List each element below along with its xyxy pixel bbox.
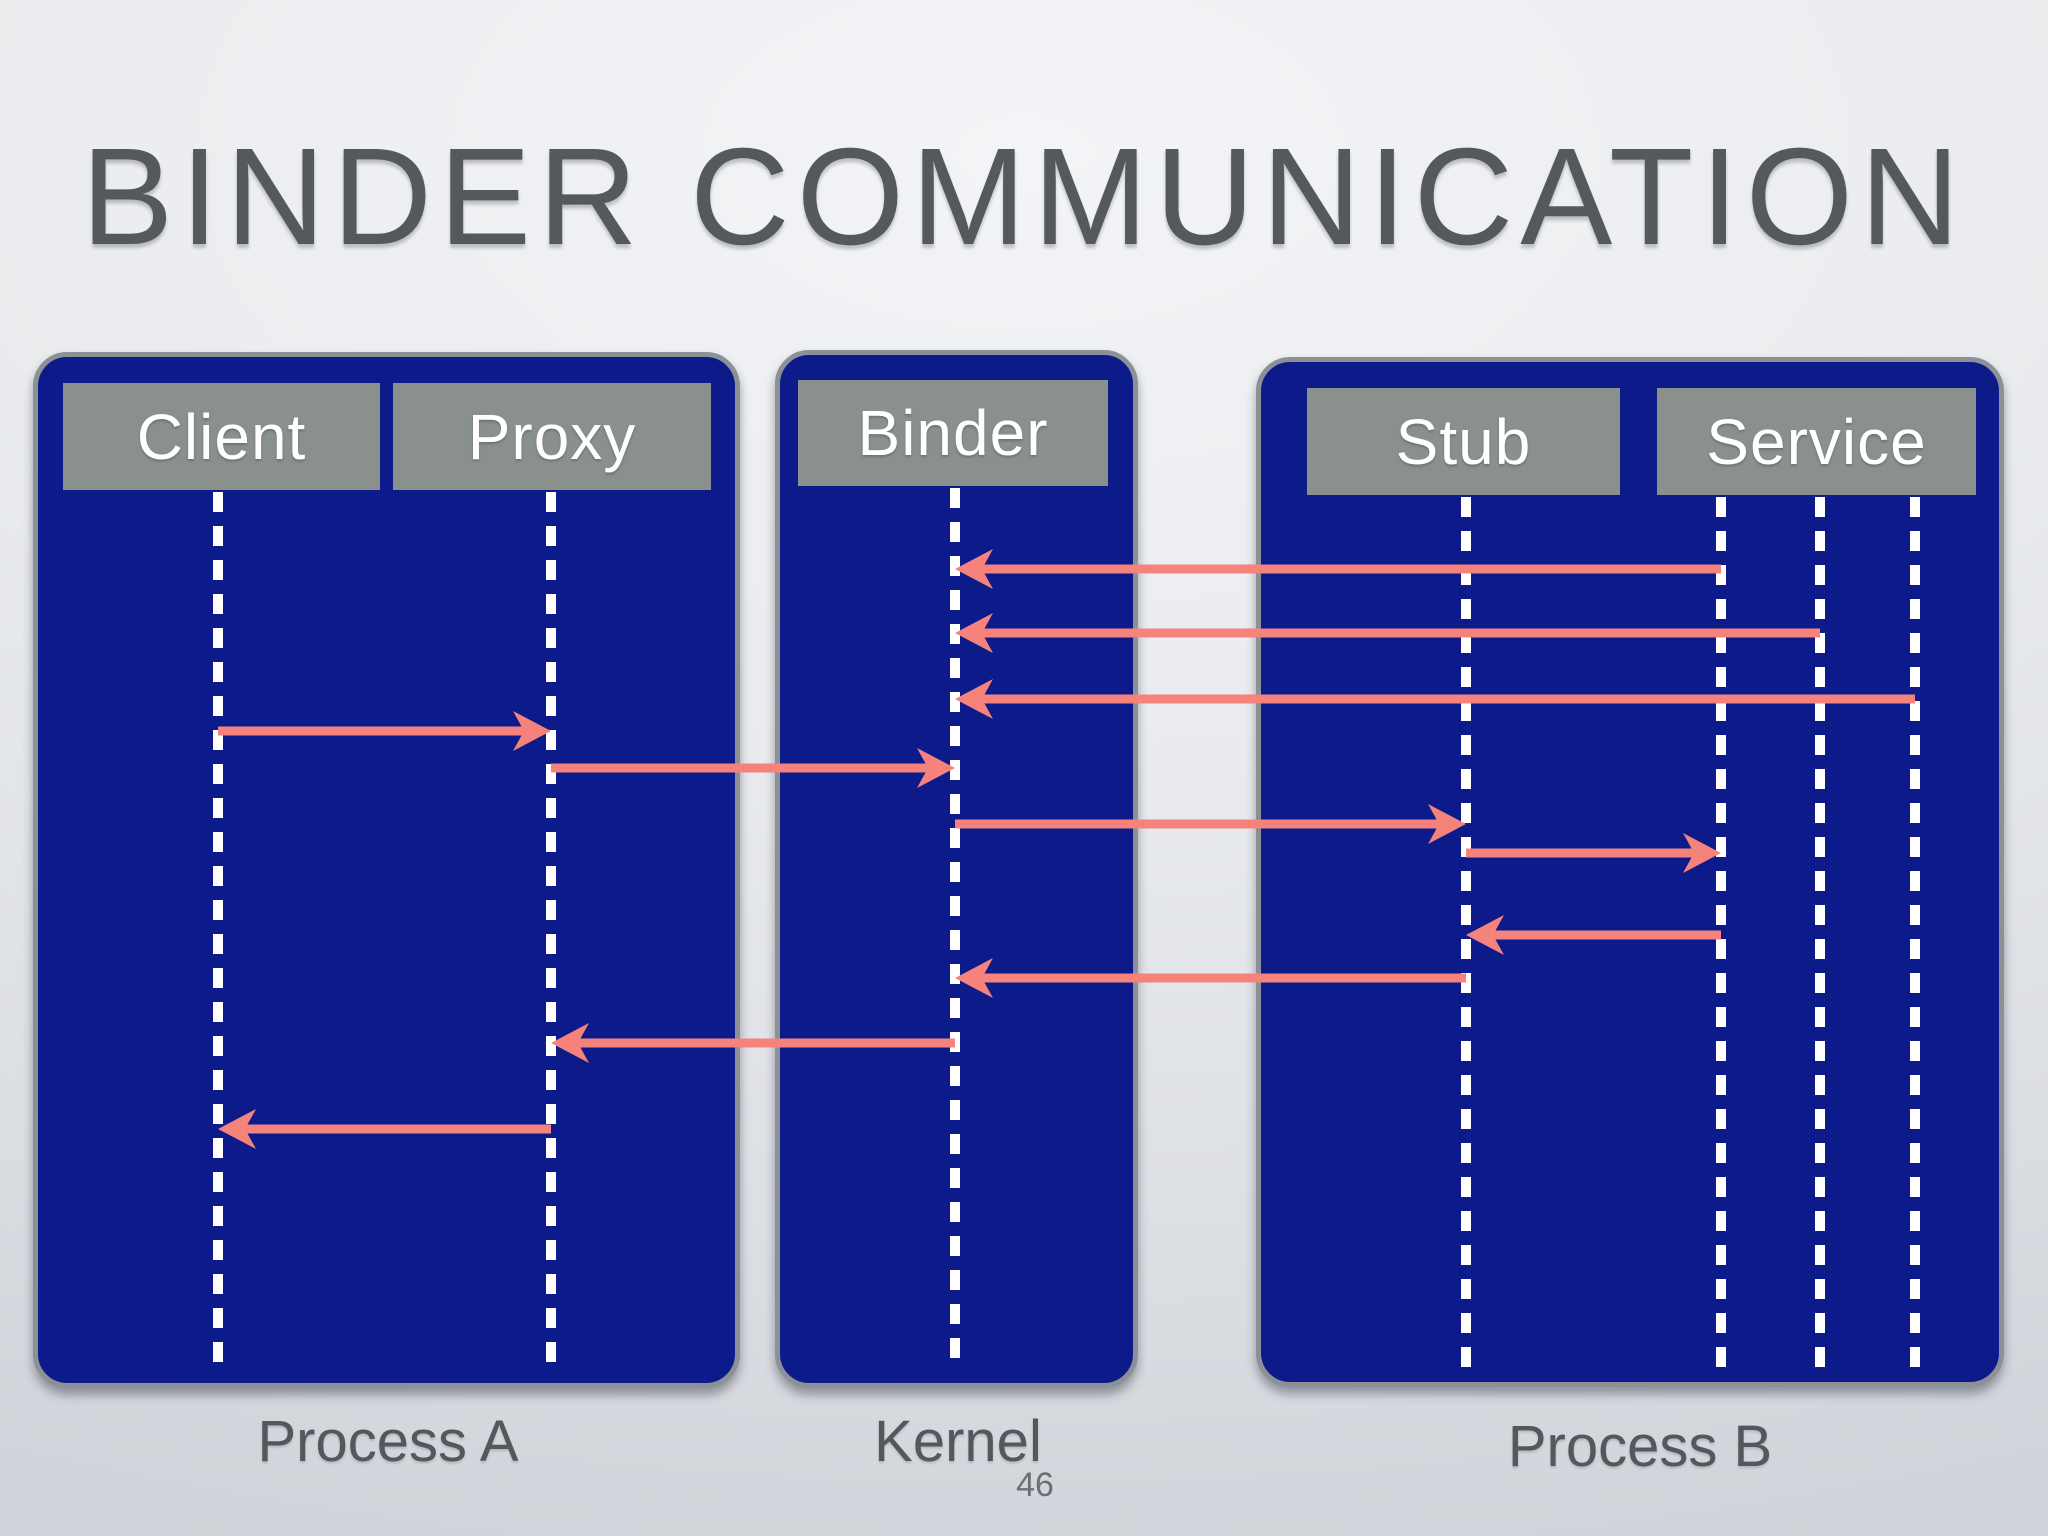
binder-header: Binder: [798, 380, 1108, 486]
process-a-label: Process A: [257, 1409, 519, 1474]
kernel-label: Kernel: [874, 1409, 1042, 1474]
process-b-label: Process B: [1507, 1414, 1773, 1479]
stub-header: Stub: [1307, 388, 1620, 495]
page-number: 46: [1016, 1466, 1054, 1504]
client-header: Client: [63, 383, 380, 490]
slide-title: BINDER COMMUNICATION: [81, 120, 1967, 274]
kernel-box: [775, 350, 1138, 1388]
process-a-box: [33, 352, 740, 1388]
process-b-box: [1256, 357, 2004, 1387]
proxy-header: Proxy: [393, 383, 711, 490]
service-header: Service: [1657, 388, 1976, 495]
